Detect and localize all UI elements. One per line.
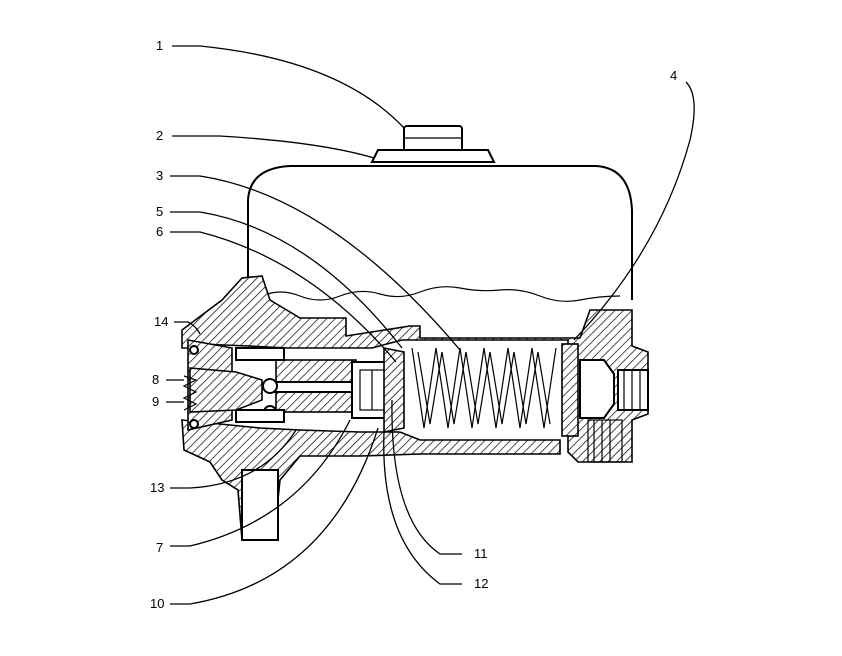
leader-12 (383, 431, 462, 585)
leader-4 (573, 81, 695, 341)
leader-5 (170, 211, 403, 349)
leader-3 (170, 175, 461, 351)
leader-13 (170, 429, 297, 489)
callout-8: 8 (152, 372, 159, 387)
callout-3: 3 (156, 168, 163, 183)
reservoir (247, 165, 633, 302)
piston-retainer-end (182, 339, 263, 432)
leader-lines (166, 45, 695, 605)
leader-2 (172, 135, 375, 159)
callout-5: 5 (156, 204, 163, 219)
leader-1 (172, 45, 405, 129)
reservoir-cap (370, 125, 496, 163)
callout-12: 12 (474, 576, 488, 591)
leader-14 (174, 321, 201, 335)
leader-11 (391, 399, 462, 555)
callout-labels: 1 2 3 4 5 6 7 8 9 10 11 12 13 14 (150, 38, 677, 611)
leader-6 (170, 231, 397, 363)
leader-7 (170, 419, 351, 547)
callout-2: 2 (156, 128, 163, 143)
leader-10 (170, 427, 379, 605)
outlet-fitting (561, 343, 649, 463)
callout-6: 6 (156, 224, 163, 239)
return-spring (411, 347, 557, 429)
callout-4: 4 (670, 68, 677, 83)
callout-1: 1 (156, 38, 163, 53)
callout-10: 10 (150, 596, 164, 611)
callout-14: 14 (154, 314, 168, 329)
callout-7: 7 (156, 540, 163, 555)
callout-9: 9 (152, 394, 159, 409)
callout-11: 11 (474, 546, 488, 561)
callout-13: 13 (150, 480, 164, 495)
master-cylinder-housing (181, 275, 649, 541)
